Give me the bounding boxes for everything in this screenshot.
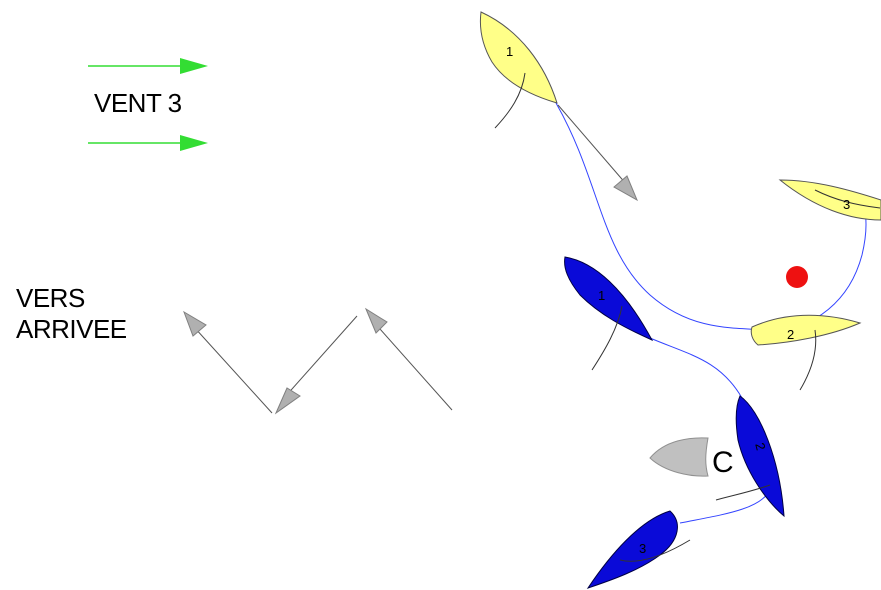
wind-arrow-top [88,58,208,74]
blue-boat-1: 1 [564,256,654,371]
mark-c-shape [649,437,709,477]
yellow-boat-1-number: 1 [506,44,513,59]
wind-label: VENT 3 [94,88,182,118]
mark-c: C [649,437,734,479]
yellow-boat-1: 1 [479,11,558,129]
yellow-boat-3: 3 [778,179,881,221]
red-buoy [786,266,808,288]
yellow-boat-1-course-arrow [557,104,639,202]
blue-boat-3-number: 3 [639,541,646,556]
yellow-boat-2: 2 [750,314,862,391]
yellow-boat-3-number: 3 [843,197,850,212]
tack-arrow-1 [364,307,453,411]
tack-arrow-2 [274,315,358,415]
blue-boat-3: 3 [586,510,691,589]
tack-arrow-3 [183,310,273,414]
mark-c-label: C [712,446,734,479]
tacking-arrows [183,307,453,415]
blue-boat-1-number: 1 [598,288,605,303]
finish-direction-line2: ARRIVEE [16,314,127,344]
blue-boat-2-number: 2 [752,441,768,452]
yellow-boat-2-number: 2 [787,327,794,342]
yellow-track [555,102,867,331]
finish-direction-line1: VERS [16,283,85,313]
blue-boat-2: 2 [715,395,785,518]
wind-arrow-bottom [88,135,208,151]
